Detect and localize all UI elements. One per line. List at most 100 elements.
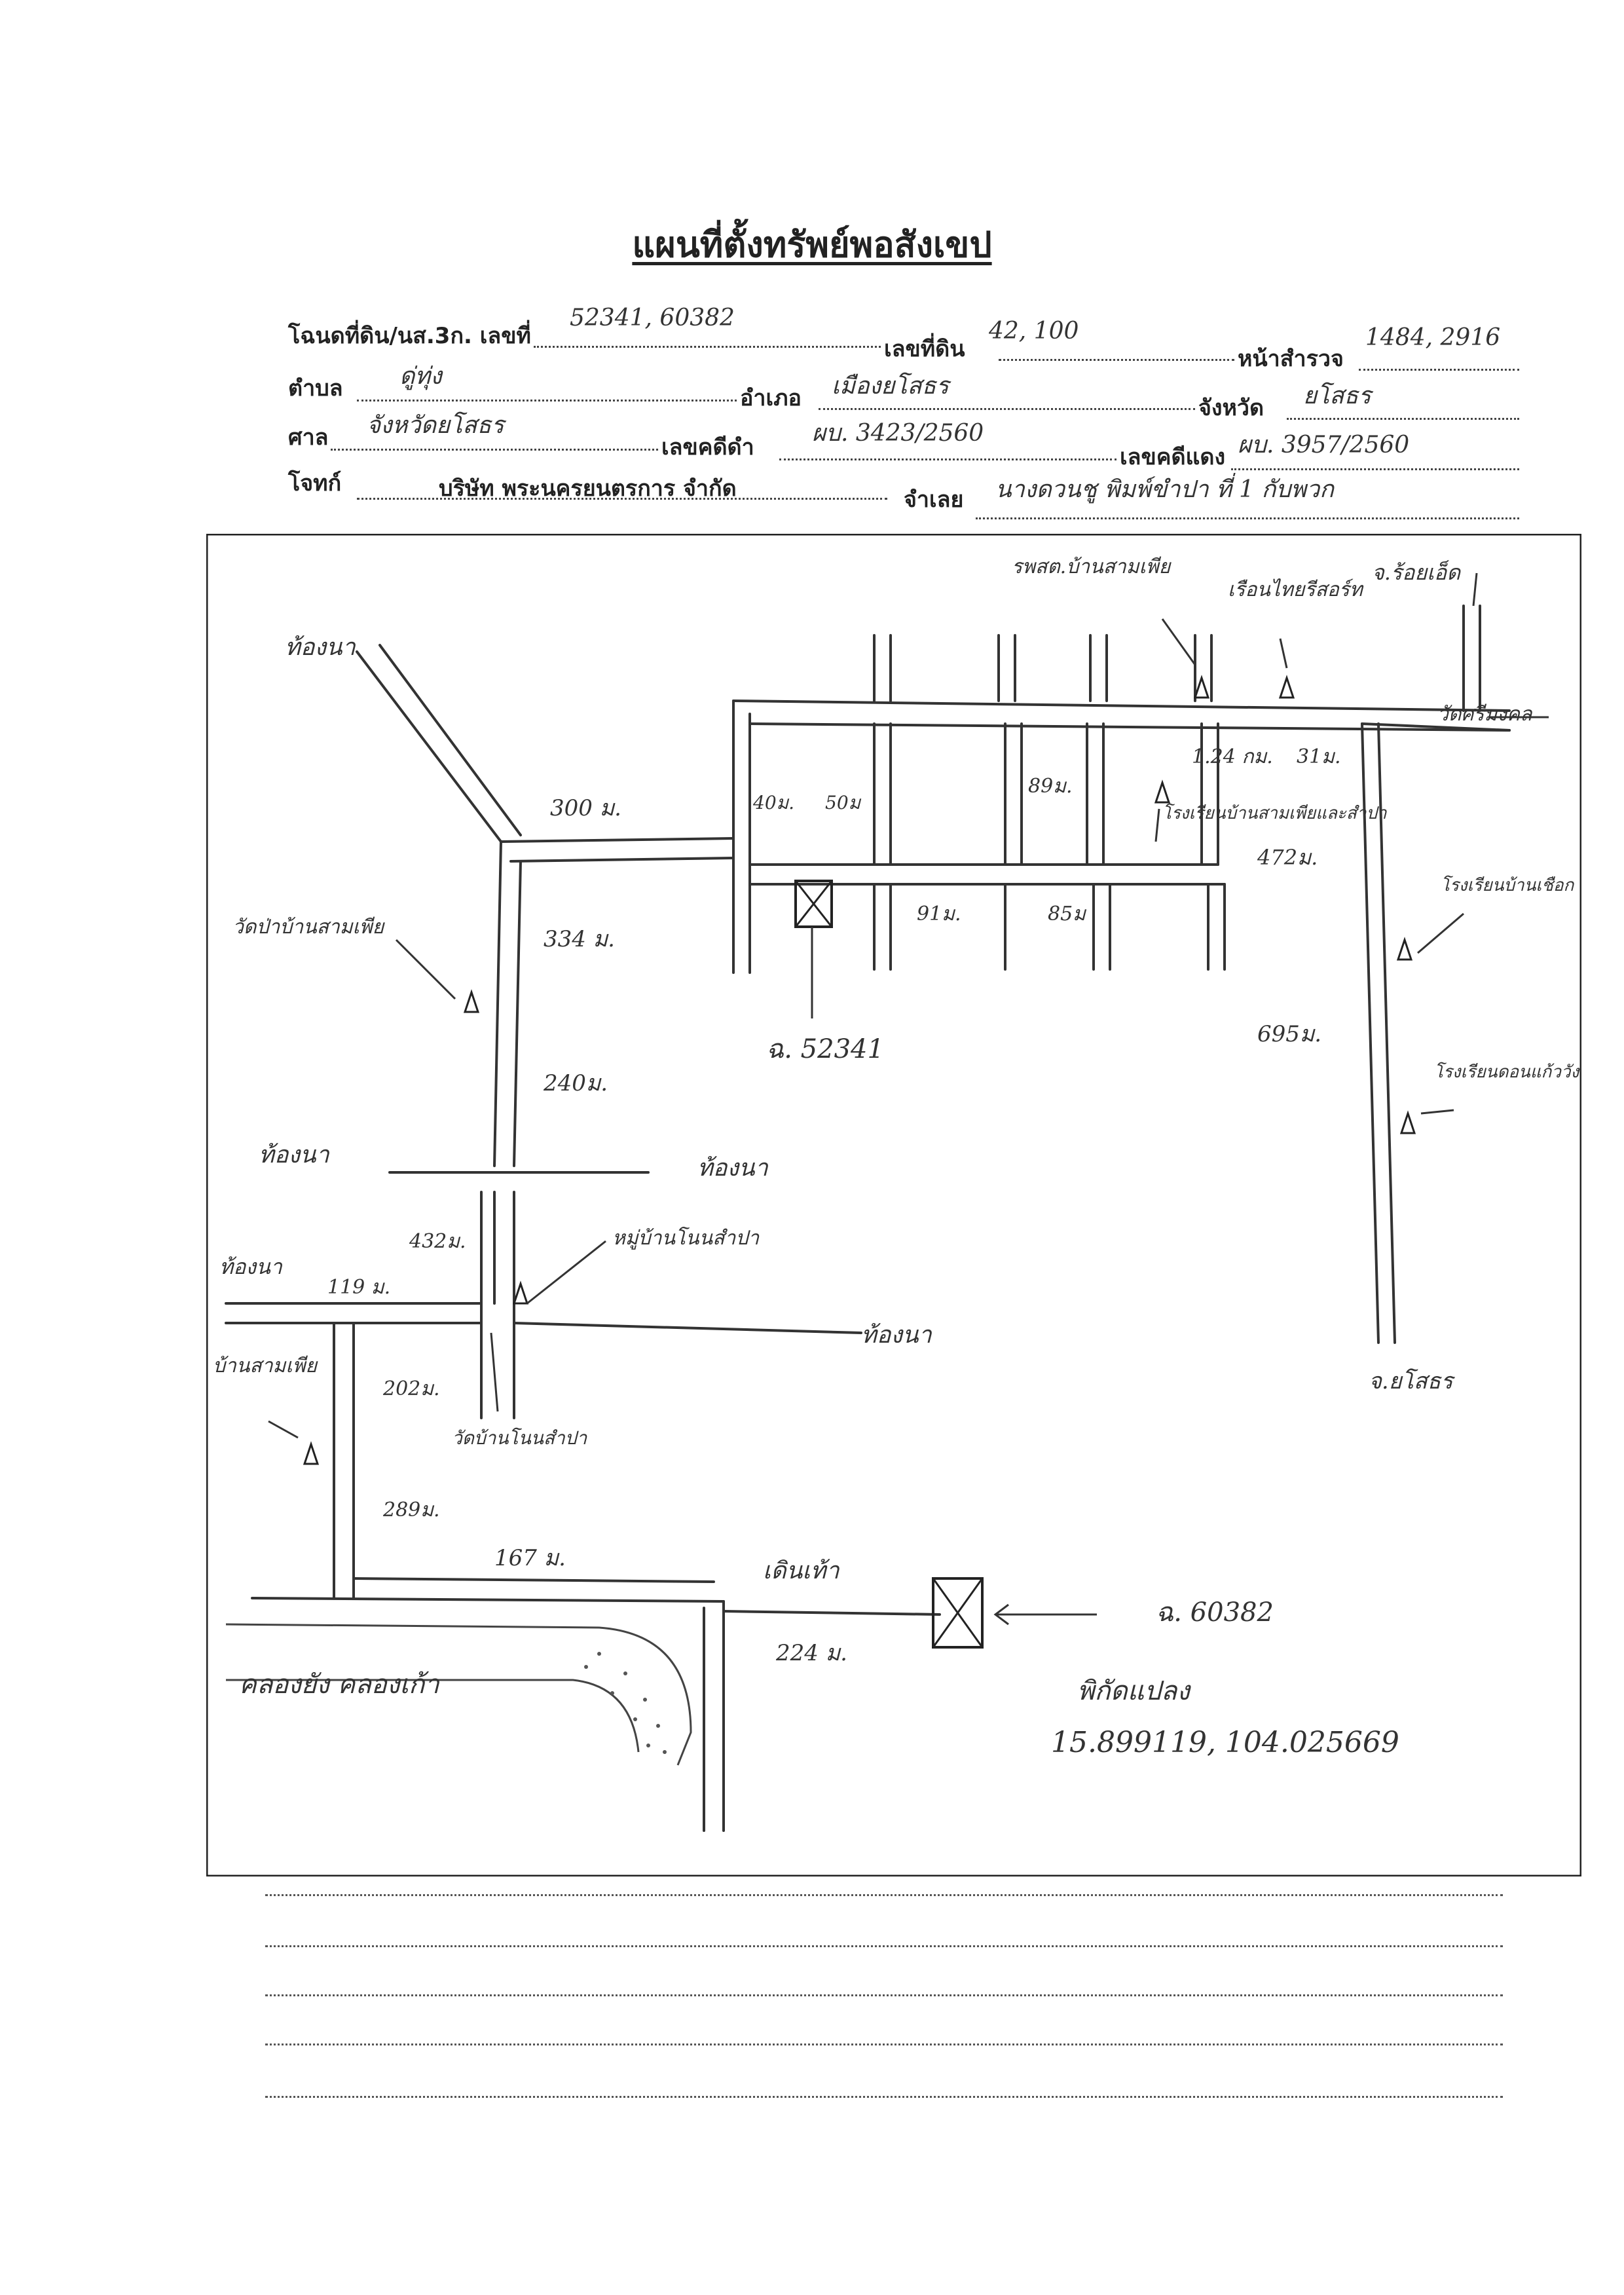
- road-right-join: [1361, 722, 1511, 732]
- road-left-v-a: [493, 840, 502, 1167]
- defendant-line: [976, 517, 1519, 519]
- distance-224: 224 ม.: [775, 1640, 847, 1666]
- district-label: อำเภอ: [740, 385, 802, 411]
- road-right-vertical-a: [1361, 722, 1380, 1344]
- plaintiff-value: บริษัท พระนครยนตรการ จำกัด: [439, 476, 737, 502]
- road-bottom-a: [251, 1597, 725, 1603]
- subdistrict-value: ดู่ทุ่ง: [399, 363, 442, 390]
- road-right-vertical-b: [1377, 722, 1396, 1344]
- distance-432: 432ม.: [409, 1230, 466, 1253]
- note-line-3: [265, 1994, 1503, 1996]
- survey-value: 1484, 2916: [1365, 324, 1501, 351]
- label-to-roiet: จ.ร้อยเอ็ด: [1372, 560, 1462, 585]
- label-temple-nong: วัดบ้านโนนสำปา: [452, 1427, 587, 1449]
- label-village-nong: หมู่บ้านโนนสำปา: [612, 1226, 760, 1250]
- land-no-label: เลขที่ดิน: [884, 336, 965, 362]
- defendant-label: จำเลย: [904, 487, 964, 513]
- distance-240: 240ม.: [543, 1070, 608, 1096]
- note-line-4: [265, 2043, 1503, 2045]
- black-case-value: ผบ. 3423/2560: [812, 420, 984, 447]
- label-deed2: ฉ. 60382: [1156, 1597, 1274, 1628]
- label-field-s: ท้องนา: [861, 1322, 933, 1349]
- landmark-resort-icon: [1278, 675, 1295, 699]
- label-school3: โรงเรียนดอนแก้ววังใจวิทยา: [1434, 1062, 1581, 1082]
- distance-89: 89ม.: [1028, 775, 1073, 798]
- distance-167: 167 ม.: [494, 1545, 566, 1571]
- landmark-temple-left-icon: [463, 989, 480, 1013]
- label-field-c: ท้องนา: [697, 1155, 769, 1182]
- label-canal: คลองยัง คลองเก้า: [239, 1670, 440, 1700]
- label-field-w: ท้องนา: [259, 1142, 331, 1168]
- label-walk: เดินเท้า: [763, 1558, 840, 1584]
- distance-695: 695ม.: [1257, 1021, 1321, 1047]
- distance-85: 85ม: [1048, 903, 1087, 925]
- label-coord: พิกัดแปลง: [1077, 1676, 1191, 1706]
- distance-labels: 300 ม. 40ม. 50ม 89ม. 1.24 กม. 31ม. 472ม.…: [327, 745, 1341, 1666]
- label-village-left: บ้านสามเพีย: [213, 1354, 318, 1377]
- subdistrict-line: [357, 400, 737, 401]
- canal-dots: [584, 1652, 667, 1754]
- walk-path: [722, 1610, 941, 1616]
- court-label: ศาล: [288, 424, 329, 451]
- road-left-v-b: [513, 860, 522, 1167]
- road-upper-b: [509, 857, 735, 863]
- landmark-school2-icon: [1396, 937, 1413, 961]
- black-case-label: เลขคดีดำ: [661, 434, 754, 460]
- land-no-value: 42, 100: [989, 318, 1079, 345]
- black-case-line: [779, 458, 1116, 460]
- survey-line: [1359, 369, 1519, 371]
- district-line: [819, 408, 1195, 410]
- plot-52341: [794, 880, 833, 1018]
- road-nw-diagonal-b: [378, 644, 522, 836]
- note-line-1: [265, 1894, 1503, 1896]
- land-no-line: [999, 359, 1234, 361]
- road-h3-c: [513, 1322, 862, 1334]
- distance-300: 300 ม.: [550, 795, 621, 821]
- label-school2: โรงเรียนบ้านเชือก: [1441, 875, 1575, 895]
- province-label: จังหวัด: [1198, 395, 1264, 421]
- road-nw-diagonal-a: [356, 650, 502, 843]
- label-field-nw: ท้องนา: [285, 634, 357, 661]
- plaintiff-label: โจทก์: [288, 470, 342, 496]
- plot-60382: [932, 1577, 1097, 1649]
- canal-bank-outer: [225, 1623, 692, 1766]
- distance-91: 91ม.: [917, 903, 961, 925]
- deed-line: [534, 346, 881, 348]
- deed-label: โฉนดที่ดิน/นส.3ก. เลขที่: [288, 323, 531, 349]
- distance-289: 289ม.: [382, 1499, 440, 1521]
- distance-334: 334 ม.: [544, 926, 615, 952]
- province-value: ยโสธร: [1303, 382, 1371, 409]
- label-to-yasothon: จ.ยโสธร: [1369, 1368, 1455, 1394]
- red-case-label: เลขคดีแดง: [1120, 444, 1226, 470]
- distance-202: 202ม.: [382, 1377, 440, 1400]
- distance-124: 1.24 กม.: [1192, 745, 1273, 768]
- distance-31: 31ม.: [1297, 745, 1341, 768]
- court-line: [331, 449, 658, 451]
- road-upper-a: [500, 837, 735, 843]
- label-school-top: รพสต.บ้านสามเพีย: [1012, 555, 1172, 578]
- canal-bank-inner: [226, 1679, 640, 1753]
- page-title: แผนที่ตั้งทรัพย์พอสังเขป: [632, 224, 992, 265]
- label-school1: โรงเรียนบ้านสามเพียและสำปา: [1162, 803, 1388, 823]
- red-case-line: [1231, 468, 1519, 470]
- distance-119: 119 ม.: [327, 1276, 390, 1299]
- plaintiff-line: [357, 498, 887, 500]
- label-temple-right: วัดศรีมงคล: [1437, 703, 1533, 726]
- landmark-school-top-icon: [1193, 675, 1210, 699]
- province-line: [1287, 418, 1519, 420]
- subdistrict-label: ตำบล: [288, 375, 343, 401]
- survey-label: หน้าสำรวจ: [1238, 346, 1344, 372]
- label-temple-left: วัดป่าบ้านสามเพีย: [232, 916, 386, 939]
- district-value: เมืองยโสธร: [832, 373, 949, 400]
- distance-472: 472ม.: [1257, 845, 1318, 870]
- defendant-value: นางดวนชู พิมพ์ขำปา ที่ 1 กับพวก: [995, 476, 1334, 503]
- pointer-arrows: [268, 572, 1549, 1439]
- distance-50: 50ม: [825, 792, 862, 813]
- landmark-school1-icon: [1154, 779, 1171, 804]
- label-deed1: ฉ. 52341: [766, 1034, 884, 1064]
- road-main-top-a: [732, 700, 1511, 712]
- court-value: จังหวัดยโสธร: [367, 412, 504, 439]
- location-map: ท้องนา รพสต.บ้านสามเพีย เรือนไทยรีสอร์ท …: [206, 534, 1581, 1876]
- landmark-school3-icon: [1399, 1110, 1416, 1134]
- canal: [225, 1623, 692, 1766]
